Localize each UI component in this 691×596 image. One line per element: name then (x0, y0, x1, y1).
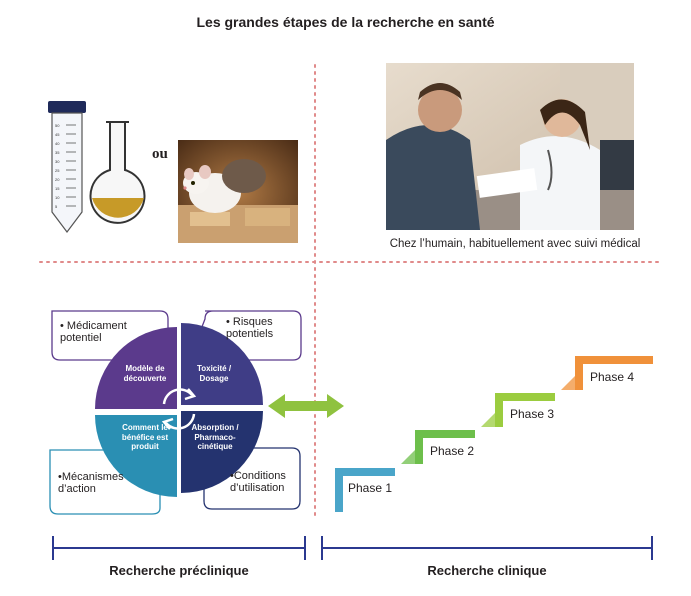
bubble-text-medicament: • Médicament potentiel (60, 320, 127, 344)
phase-step-1 (335, 468, 395, 512)
clinical-photo-caption: Chez l’humain, habituellement avec suivi… (389, 238, 641, 250)
lab-rat-photo (178, 140, 298, 243)
quadrant-absorption (181, 411, 263, 493)
research-cycle-circle (95, 323, 263, 497)
quadrant-modele-decouverte (95, 327, 177, 409)
tube-mark-50: 50 (55, 123, 60, 128)
bubble-text-risques: • Risques potentiels (226, 316, 274, 340)
clinical-bracket (321, 536, 653, 560)
tube-mark-30: 30 (55, 159, 60, 164)
quadrant-toxicite-dosage (181, 323, 263, 405)
test-tube-icon (48, 101, 86, 233)
phase-2-label: Phase 2 (430, 444, 475, 458)
quadrant-comment-benefice (95, 415, 177, 497)
clinical-label: Recherche clinique (427, 563, 547, 578)
tube-mark-40: 40 (55, 141, 60, 146)
cycle-arrows-icon (161, 388, 197, 430)
preclinical-bracket (52, 536, 306, 560)
preclinical-label: Recherche préclinique (109, 563, 249, 578)
tube-mark-35: 35 (55, 150, 60, 155)
phase-step-4 (575, 356, 653, 390)
phase-4-label: Phase 4 (590, 370, 635, 384)
phase-connector-3 (561, 376, 575, 390)
tube-mark-15: 15 (55, 186, 60, 191)
flask-icon (89, 121, 146, 224)
page-title: Les grandes étapes de la recherche en sa… (196, 14, 495, 30)
tube-mark-5: 5 (55, 204, 58, 209)
tube-mark-20: 20 (55, 177, 60, 182)
tube-mark-45: 45 (55, 132, 60, 137)
tube-mark-25: 25 (55, 168, 60, 173)
tube-mark-10: 10 (55, 195, 60, 200)
phase-connector-2 (481, 413, 495, 427)
phase-step-3 (495, 393, 555, 427)
phase-3-label: Phase 3 (510, 407, 555, 421)
quadrant-text-benefice: Comment le bénéfice est produit (121, 423, 169, 451)
bubble-text-conditions: •Conditions d’utilisation (230, 470, 286, 494)
phase-connector-1 (401, 450, 415, 464)
phase-step-2 (415, 430, 475, 464)
bubble-text-mecanismes: •Mécanismes d’action (58, 471, 124, 495)
double-arrow-icon (268, 394, 344, 418)
phase-staircase (335, 356, 653, 512)
quadrant-text-modele: Modèle de découverte (123, 364, 167, 383)
connector-word: ou (152, 146, 168, 162)
quadrant-text-toxicite: Toxicité / Dosage (196, 364, 232, 383)
quadrant-text-absorption: Absorption / Pharmaco-cinétique (191, 423, 239, 451)
doctor-consultation-photo (386, 63, 634, 230)
phase-1-label: Phase 1 (348, 481, 393, 495)
